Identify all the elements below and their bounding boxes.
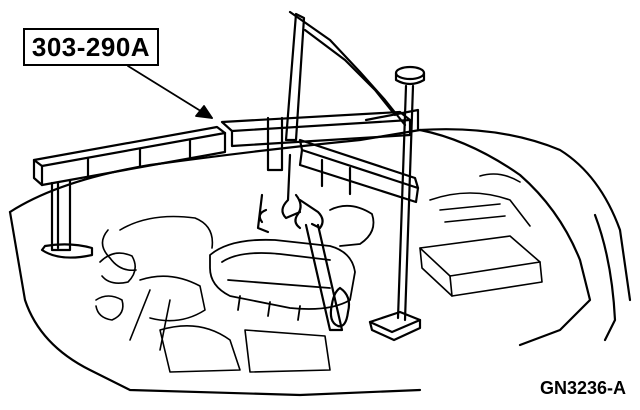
callout-label: 303-290A <box>23 28 159 66</box>
engine-lower <box>95 215 331 373</box>
lifting-chain <box>256 153 351 332</box>
raised-hood <box>288 10 407 127</box>
callout-arrow <box>127 65 213 119</box>
left-support-leg <box>40 178 94 259</box>
right-post <box>368 65 426 342</box>
cross-beam <box>32 125 227 187</box>
tall-mast <box>284 12 306 142</box>
battery-area <box>419 173 543 297</box>
figure-id: GN3236-A <box>539 378 626 398</box>
engine-intake <box>209 204 375 321</box>
horizontal-arm <box>220 108 420 204</box>
